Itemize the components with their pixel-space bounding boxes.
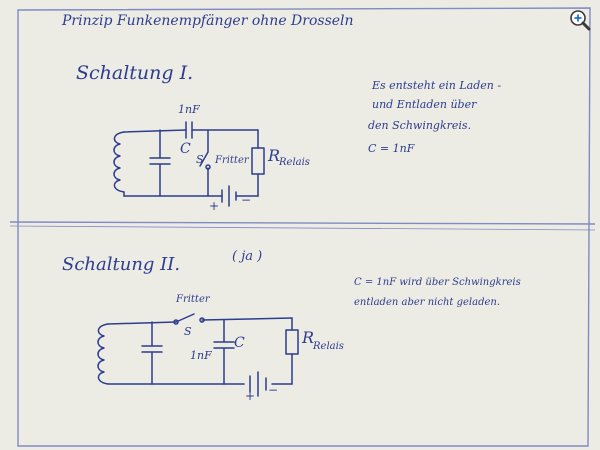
circuit-2-heading: Schaltung II. — [62, 254, 181, 275]
circuit-1-capacitor-label: C — [180, 141, 191, 157]
circuit-2-fritter-label: Fritter — [176, 294, 210, 305]
circuit-2-plus: + — [245, 389, 256, 403]
circuit-2-note-line-2: entladen aber nicht geladen. — [354, 297, 501, 308]
circuit-1-plus: + — [209, 199, 220, 213]
circuit-2 — [97, 313, 299, 397]
circuit-1-heading: Schaltung I. — [76, 62, 194, 84]
circuit-2-note-line-1: C = 1nF wird über Schwingkreis — [354, 277, 521, 288]
circuit-2-c2 — [213, 319, 235, 385]
circuit-2-capacitor-label: C — [234, 335, 245, 351]
circuit-1-cs — [185, 121, 193, 139]
circuit-1-relay-label: R — [268, 146, 281, 165]
page-frame — [9, 7, 596, 447]
circuit-1-note-line-2: und Entladen über — [372, 98, 477, 111]
circuit-2-top-wire — [107, 317, 293, 325]
circuit-1-capacitor-value: 1nF — [178, 103, 200, 116]
circuit-2-relay-subscript: Relais — [313, 341, 344, 352]
circuit-2-heading-note: ( ja ) — [232, 249, 263, 264]
zoom-in-icon — [570, 10, 591, 31]
circuit-1-note-line-1: Es entsteht ein Laden - — [372, 79, 502, 92]
circuit-1-coil — [113, 131, 125, 193]
circuit-1-switch — [199, 129, 209, 197]
circuit-1-relay-subscript: Relais — [279, 157, 310, 168]
circuit-1-switch-label: S — [196, 153, 204, 166]
circuit-2-switch-label: S — [184, 325, 192, 338]
zoom-in-button[interactable] — [568, 8, 592, 32]
circuit-1-battery — [221, 185, 237, 207]
circuit-1-note-line-4: C = 1nF — [368, 142, 415, 155]
circuit-2-capacitor-value: 1nF — [190, 349, 212, 362]
circuit-1-top-wire — [123, 129, 259, 133]
circuit-1-fritter-label: Fritter — [215, 155, 249, 166]
page-title: Prinzip Funkenempfänger ohne Drosseln — [62, 13, 354, 29]
circuit-2-battery — [249, 371, 267, 397]
circuit-1-note-line-3: den Schwingkreis. — [368, 119, 472, 132]
circuit-2-minus: − — [268, 383, 279, 397]
circuit-2-switch — [175, 313, 195, 323]
circuit-2-coil — [97, 323, 109, 385]
circuit-1-minus: − — [241, 193, 252, 207]
circuit-1-c1 — [149, 129, 171, 197]
circuit-1 — [113, 121, 265, 207]
circuit-2-c1 — [141, 321, 163, 385]
circuit-2-relay-label: R — [302, 328, 315, 347]
